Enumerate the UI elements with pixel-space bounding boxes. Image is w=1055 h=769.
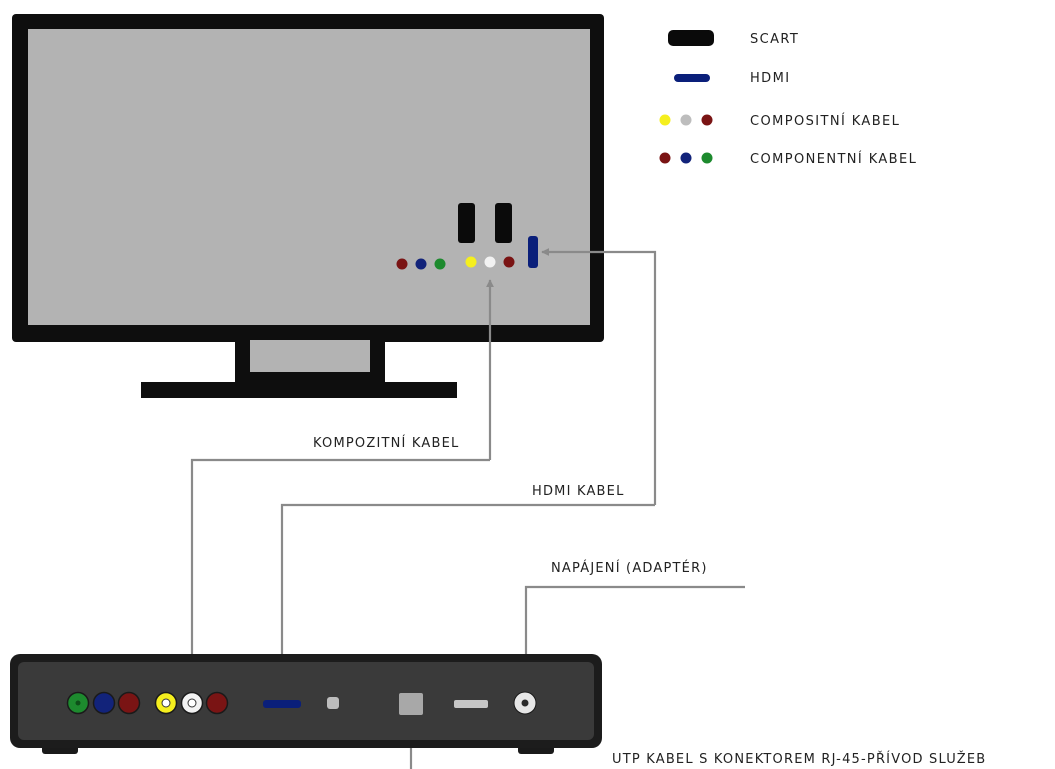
tv-screen: [28, 29, 590, 325]
box-composite-yellow-pin: [161, 698, 171, 708]
legend-scart-swatch: [668, 30, 714, 46]
legend-component-red: [659, 152, 671, 164]
tv-scart-port-1: [458, 203, 475, 243]
box-component-red: [117, 691, 141, 715]
box-power-port-pin: [521, 699, 529, 707]
tv: [12, 14, 604, 398]
set-top-box: [10, 654, 602, 754]
legend-component-green: [701, 152, 713, 164]
legend-composite-yellow: [659, 114, 671, 126]
legend-component-label: COMPONENTNÍ KABEL: [750, 151, 917, 167]
tv-scart-port-2: [495, 203, 512, 243]
hdmi-cable-lower: [278, 503, 655, 677]
tv-hdmi-port: [528, 236, 538, 268]
legend-composite-red: [701, 114, 713, 126]
hdmi-cable-label: HDMI KABEL: [532, 484, 625, 499]
power-cable: [522, 585, 745, 681]
box-composite-red: [205, 691, 229, 715]
hdmi-cable-upper: [541, 248, 657, 505]
box-component-blue: [92, 691, 116, 715]
legend-scart-label: SCART: [750, 32, 799, 47]
box-rj45-port: [399, 693, 423, 715]
legend-hdmi-swatch: [674, 74, 710, 82]
tv-stand-neck-inner: [250, 340, 370, 372]
tv-component-green: [434, 258, 446, 270]
tv-composite-white: [484, 256, 496, 268]
tv-composite-red: [503, 256, 515, 268]
box-composite-white-pin: [187, 698, 197, 708]
tv-component-blue: [415, 258, 427, 270]
tv-composite-yellow: [465, 256, 477, 268]
legend-hdmi-label: HDMI: [750, 71, 790, 86]
box-small-port: [327, 697, 339, 709]
box-component-green-pin: [75, 700, 81, 706]
legend-composite-gray: [680, 114, 692, 126]
box-hdmi-port: [263, 700, 301, 708]
composite-cable-label: KOMPOZITNÍ KABEL: [313, 435, 459, 451]
box-usb-port: [454, 700, 488, 708]
power-cable-label: NAPÁJENÍ (ADAPTÉR): [551, 560, 708, 576]
tv-stand-base: [141, 382, 457, 398]
legend-composite-label: COMPOSITNÍ KABEL: [750, 113, 900, 129]
composite-cable-lower: [188, 458, 490, 677]
legend: SCART HDMI COMPOSITNÍ KABEL COMPONENTNÍ …: [659, 30, 917, 167]
cables: KOMPOZITNÍ KABEL HDMI KABEL NAPÁJENÍ (AD…: [188, 248, 986, 769]
tv-component-red: [396, 258, 408, 270]
utp-cable-label: UTP KABEL S KONEKTOREM RJ-45-PŘÍVOD SLUŽ…: [612, 751, 986, 767]
box-panel: [18, 662, 594, 740]
legend-component-blue: [680, 152, 692, 164]
